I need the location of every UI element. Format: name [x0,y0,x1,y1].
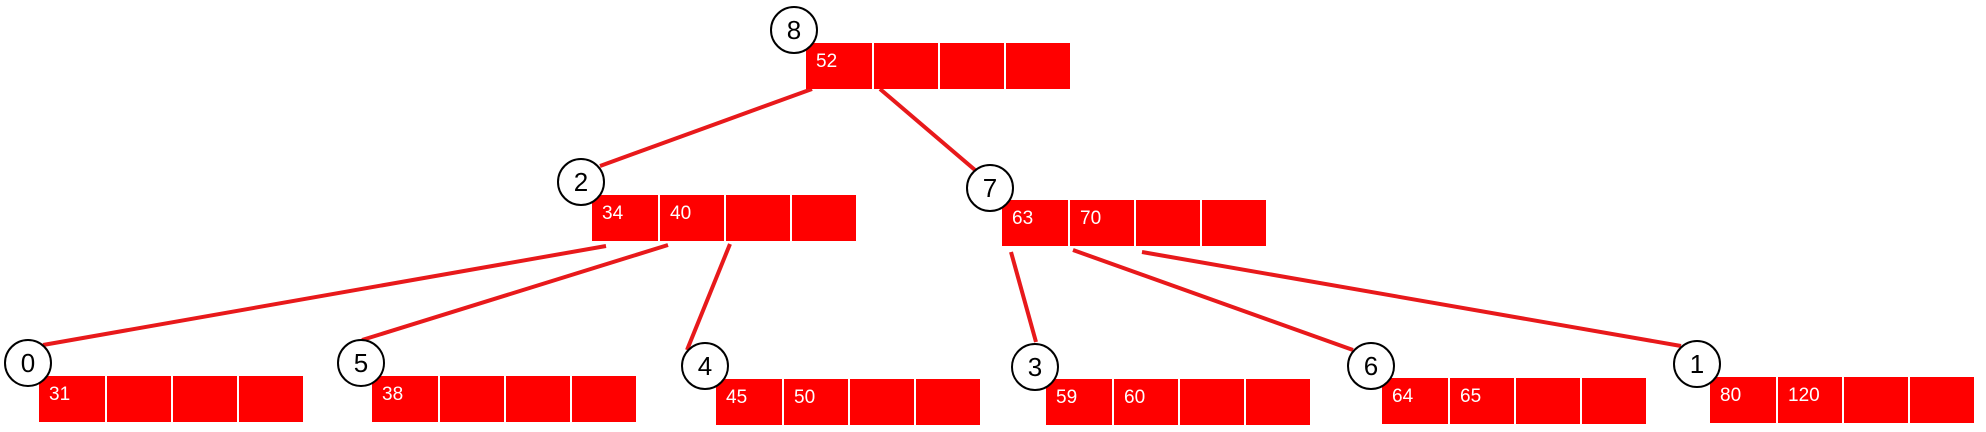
key-cell: 80 [1710,377,1776,423]
node-4-keys: 45 50 [716,379,980,425]
key-cell [105,376,171,422]
key-cell [237,376,303,422]
key-cell [872,43,938,89]
node-id-circle: 4 [681,342,729,390]
edge-8-7 [878,87,977,172]
edge-7-6 [1072,248,1354,352]
node-6-keys: 64 65 [1382,378,1646,424]
key-cell [938,43,1004,89]
key-cell: 120 [1776,377,1842,423]
key-cell: 52 [806,43,872,89]
node-id-circle: 1 [1673,340,1721,388]
key-cell [1178,379,1244,425]
key-cell [848,379,914,425]
node-8-keys: 52 [806,43,1070,89]
node-id-circle: 2 [557,158,605,206]
key-cell [1908,377,1974,423]
key-cell: 63 [1002,200,1068,246]
key-cell: 70 [1068,200,1134,246]
key-cell [724,195,790,241]
edge-7-1 [1141,250,1682,348]
key-cell [1244,379,1310,425]
key-cell: 45 [716,379,782,425]
key-cell [438,376,504,422]
edge-2-4 [685,243,732,351]
key-cell: 59 [1046,379,1112,425]
key-cell: 38 [372,376,438,422]
key-cell [1580,378,1646,424]
edge-7-3 [1009,251,1038,343]
key-cell [1842,377,1908,423]
node-id-circle: 8 [770,6,818,54]
node-7-keys: 63 70 [1002,200,1266,246]
key-cell [504,376,570,422]
key-cell: 60 [1112,379,1178,425]
edge-2-5 [361,243,669,342]
edge-8-2 [599,87,813,168]
edge-2-0 [42,244,607,347]
node-id-circle: 6 [1347,342,1395,390]
key-cell: 50 [782,379,848,425]
key-cell [914,379,980,425]
key-cell: 65 [1448,378,1514,424]
key-cell [1004,43,1070,89]
key-cell [570,376,636,422]
node-id-circle: 5 [337,339,385,387]
key-cell [790,195,856,241]
node-5-keys: 38 [372,376,636,422]
key-cell [1134,200,1200,246]
node-2-keys: 34 40 [592,195,856,241]
node-id-circle: 3 [1011,343,1059,391]
key-cell: 34 [592,195,658,241]
key-cell: 31 [39,376,105,422]
key-cell: 64 [1382,378,1448,424]
key-cell: 40 [658,195,724,241]
node-1-keys: 80 120 [1710,377,1974,423]
key-cell [1200,200,1266,246]
node-0-keys: 31 [39,376,303,422]
key-cell [171,376,237,422]
node-id-circle: 7 [966,164,1014,212]
key-cell [1514,378,1580,424]
node-id-circle: 0 [4,339,52,387]
node-3-keys: 59 60 [1046,379,1310,425]
